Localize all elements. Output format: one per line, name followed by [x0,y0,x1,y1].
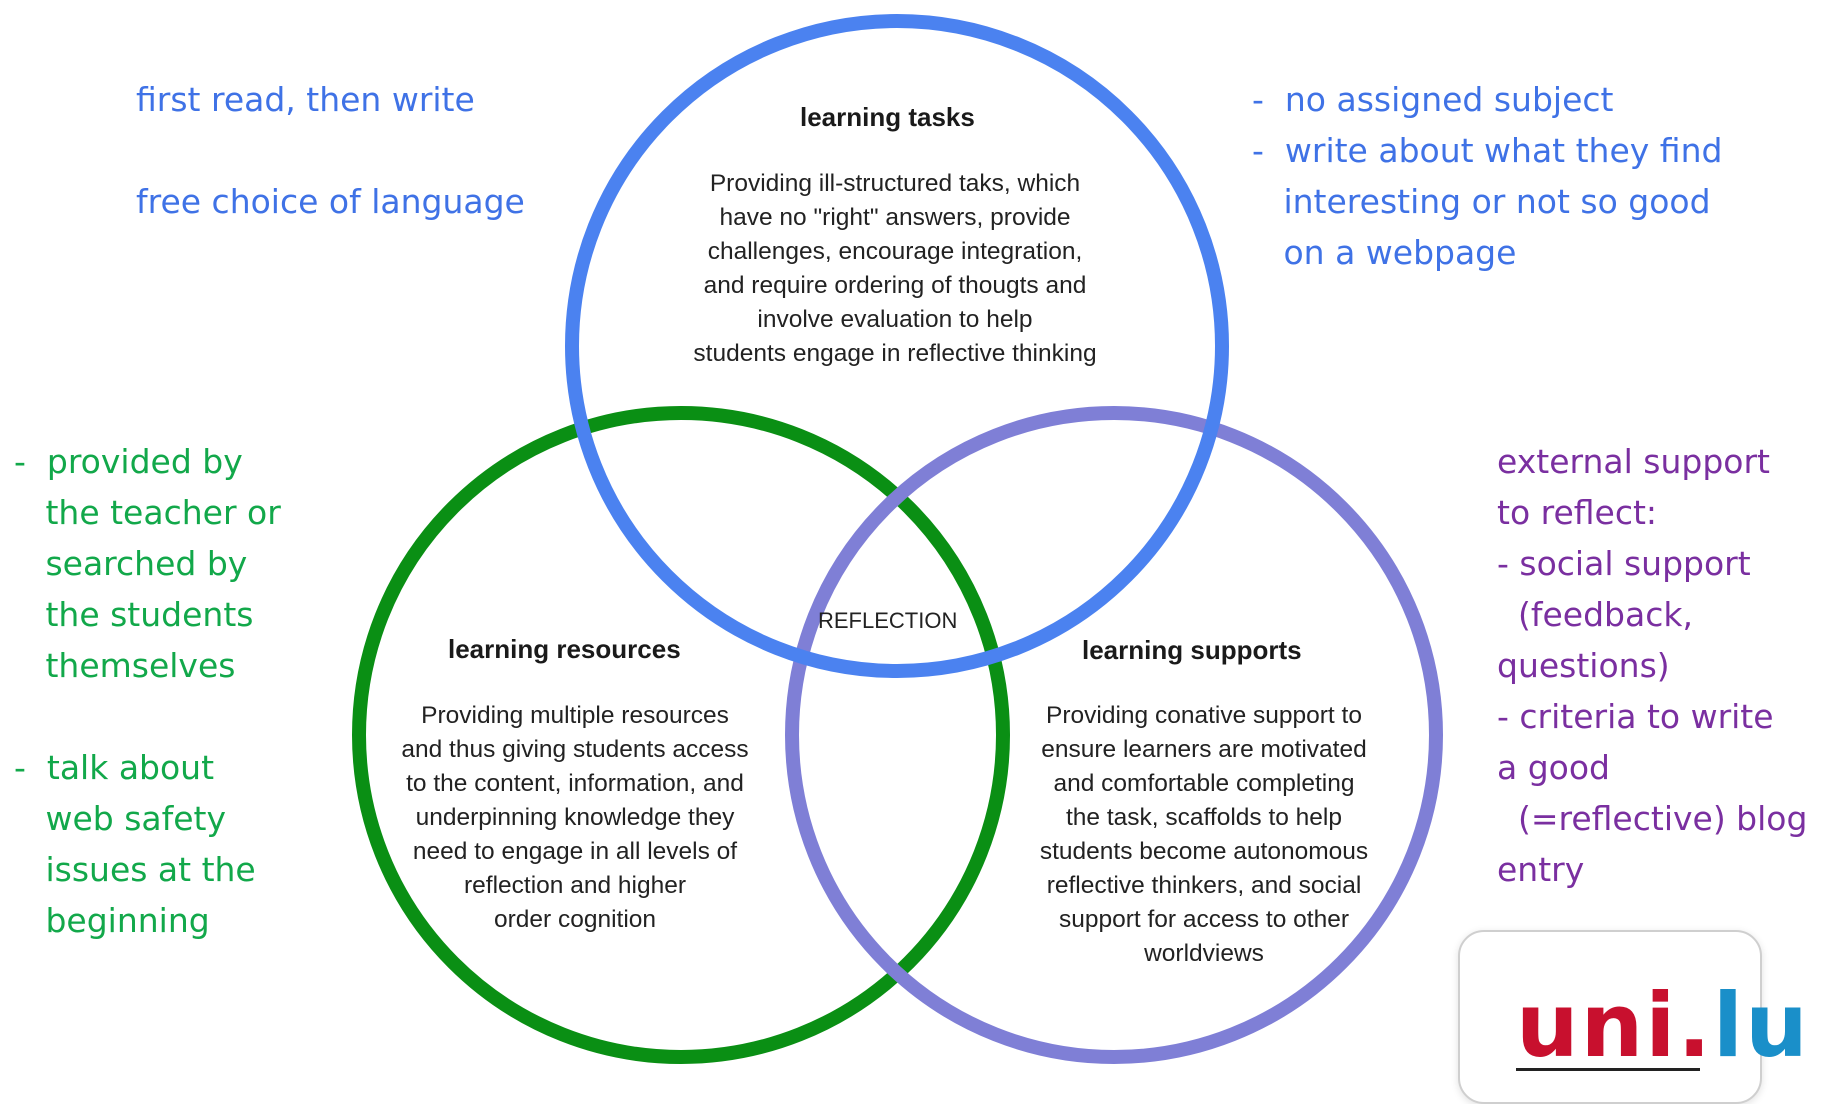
logo-lu-text: lu [1712,974,1810,1077]
note-right: external support to reflect: - social su… [1497,442,1808,889]
learning-resources-circle [352,406,1010,1064]
learning-tasks-title: learning tasks [800,102,975,132]
uni-lu-logo: uni.lu [1516,982,1810,1070]
note-top-left: first read, then write free choice of la… [136,80,525,221]
learning-supports-circle [785,406,1443,1064]
reflection-label: REFLECTION [818,608,958,633]
logo-dot: . [1677,974,1713,1077]
learning-resources-description: Providing multiple resources and thus gi… [401,702,749,933]
venn-diagram [352,14,1443,1064]
note-top-right: - no assigned subject - write about what… [1252,80,1723,272]
logo-uni-text: uni [1516,974,1678,1077]
uni-lu-logo-card: uni.lu [1458,930,1808,1104]
learning-supports-description: Providing conative support to ensure lea… [1039,702,1369,967]
learning-resources-title: learning resources [448,634,681,664]
learning-tasks-description: Providing ill-structured taks, which hav… [693,170,1097,367]
logo-underline [1516,1068,1700,1071]
learning-tasks-circle [565,14,1229,678]
learning-supports-title: learning supports [1082,635,1302,665]
note-left: - provided by the teacher or searched by… [14,442,281,940]
